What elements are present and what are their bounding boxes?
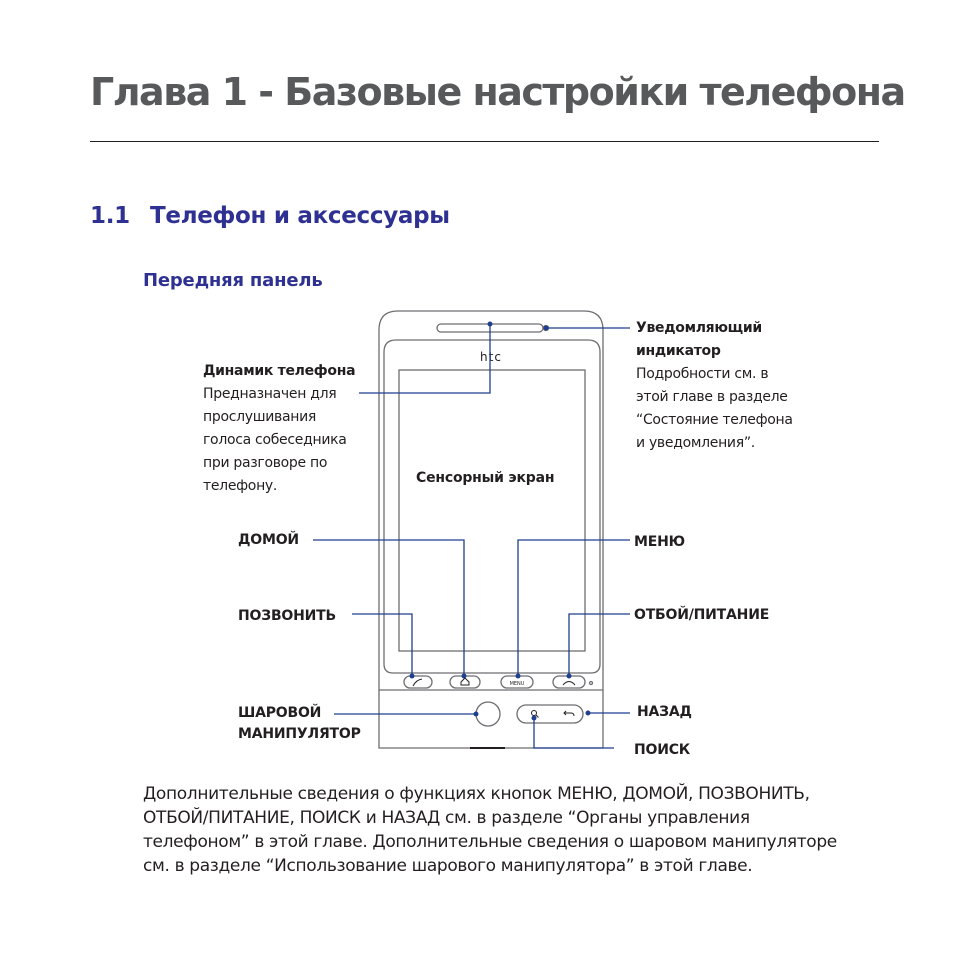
- section-title: Телефон и аксессуары: [150, 203, 450, 229]
- notification-title-line: индикатор: [636, 343, 721, 359]
- search-back-capsule: [516, 704, 584, 724]
- body-line: ОТБОЙ/ПИТАНИЕ, ПОИСК и НАЗАД см. в разде…: [143, 808, 750, 828]
- subsection-heading: Передняя панель: [143, 270, 323, 291]
- body-line: телефоном” в этой главе. Дополнительные …: [143, 832, 837, 852]
- chapter-title: Глава 1 - Базовые настройки телефона: [90, 70, 906, 114]
- notification-desc-line: Подробности см. в: [636, 366, 769, 382]
- trackball-label-line: МАНИПУЛЯТОР: [238, 726, 361, 742]
- home-label: ДОМОЙ: [238, 532, 299, 548]
- back-icon: [563, 710, 575, 717]
- home-leader: [313, 539, 465, 676]
- home-icon: [460, 677, 470, 686]
- speaker-desc-line: Предназначен для: [203, 386, 337, 402]
- power-dot: [588, 680, 594, 686]
- speaker-desc-line: при разговоре по: [203, 455, 328, 471]
- notification-desc-line: и уведомления”.: [636, 435, 755, 451]
- call-label: ПОЗВОНИТЬ: [238, 608, 336, 624]
- speaker-desc-line: телефону.: [203, 478, 278, 494]
- notification-desc-line: этой главе в разделе: [636, 389, 788, 405]
- phone-body-outline: [378, 310, 604, 749]
- menu-label: МЕНЮ: [634, 534, 685, 550]
- end-power-leader: [568, 613, 630, 676]
- speaker-desc-line: голоса собеседника: [203, 432, 347, 448]
- menu-leader: [517, 539, 630, 676]
- touchscreen-label: Сенсорный экран: [416, 470, 555, 486]
- end-call-icon: [562, 681, 576, 686]
- trackball-label-line: ШАРОВОЙ: [238, 705, 322, 721]
- menu-key-label: MENU: [510, 681, 525, 687]
- back-label: НАЗАД: [637, 704, 692, 720]
- section-heading: 1.1 Телефон и аксессуары: [90, 203, 450, 229]
- screen-bezel: [383, 339, 601, 674]
- touchscreen: [398, 369, 586, 652]
- notification-title-line: Уведомляющий: [636, 320, 762, 336]
- search-label: ПОИСК: [634, 742, 691, 758]
- speaker-desc-line: прослушивания: [203, 409, 317, 425]
- speaker-callout: Динамик телефона Предназначен для прослу…: [203, 360, 356, 498]
- speaker-leader: [359, 324, 491, 394]
- trackball-label: ШАРОВОЙ МАНИПУЛЯТОР: [238, 703, 361, 745]
- title-divider: [90, 141, 879, 142]
- notification-desc-line: “Состояние телефона: [636, 412, 793, 428]
- notification-callout: Уведомляющий индикатор Подробности см. в…: [636, 317, 793, 455]
- search-leader: [533, 718, 614, 749]
- speaker-title: Динамик телефона: [203, 363, 356, 379]
- call-icon: [412, 678, 423, 687]
- body-line: Дополнительные сведения о функциях кнопо…: [143, 784, 810, 804]
- search-icon: [531, 710, 537, 716]
- section-number: 1.1: [90, 203, 130, 229]
- call-leader: [352, 613, 413, 676]
- htc-logo: htc: [480, 350, 502, 364]
- body-line: см. в разделе “Использование шарового ма…: [143, 856, 753, 876]
- end-power-label: ОТБОЙ/ПИТАНИЕ: [634, 607, 770, 623]
- trackball: [475, 701, 501, 727]
- call-key: [403, 675, 433, 689]
- body-paragraph: Дополнительные сведения о функциях кнопо…: [143, 782, 888, 878]
